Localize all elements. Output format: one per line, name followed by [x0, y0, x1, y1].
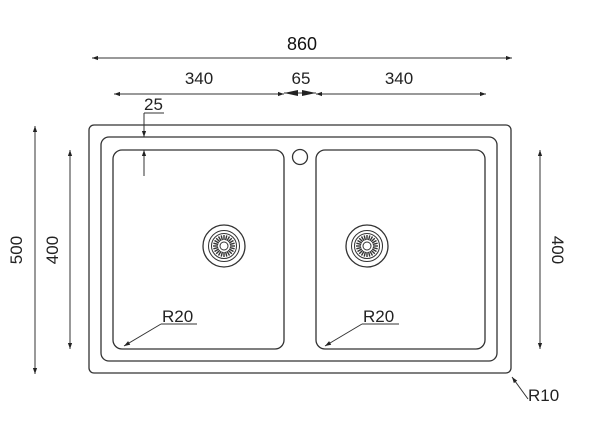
faucet-hole-icon — [291, 148, 309, 166]
dimension-overall-width: 860 — [92, 34, 512, 61]
dimension-label-400-right: 400 — [548, 236, 567, 264]
bowl-right — [315, 149, 486, 350]
dimension-label-340-right: 340 — [385, 69, 413, 88]
radius-label-r20-left: R20 — [162, 307, 193, 326]
leader-arrow — [324, 323, 363, 347]
dimension-bowl-depth-left: 400 — [43, 150, 73, 349]
drain-strainer-left-icon — [202, 224, 246, 268]
bowl-left — [112, 149, 285, 350]
dimension-label-400-left: 400 — [43, 236, 62, 264]
arrow-icon — [302, 90, 316, 96]
dimension-bowl-depth-right: 400 — [537, 150, 567, 349]
arrow-icon — [284, 90, 298, 96]
radius-label-r10: R10 — [528, 386, 559, 405]
radius-callout-right-bowl: R20 — [324, 307, 399, 347]
sink-outer-edge — [88, 124, 512, 374]
dimension-label-340-left: 340 — [185, 69, 213, 88]
dimension-label-500: 500 — [7, 236, 26, 264]
leader-arrow — [123, 323, 162, 347]
dimension-overall-depth: 500 — [7, 126, 38, 374]
dimension-label-65: 65 — [292, 69, 311, 88]
radius-callout-outer: R10 — [511, 376, 559, 405]
dimension-rim-offset: 25 — [141, 95, 164, 176]
radius-callout-left-bowl: R20 — [123, 307, 197, 347]
radius-label-r20-right: R20 — [363, 307, 394, 326]
drain-strainer-right-icon — [345, 224, 389, 268]
dimension-label-25: 25 — [144, 95, 163, 114]
sink-rim — [100, 136, 498, 362]
dimension-label-860: 860 — [287, 34, 317, 54]
leader-arrow — [511, 376, 529, 400]
dimension-bowl-widths: 340 65 340 — [114, 69, 486, 97]
